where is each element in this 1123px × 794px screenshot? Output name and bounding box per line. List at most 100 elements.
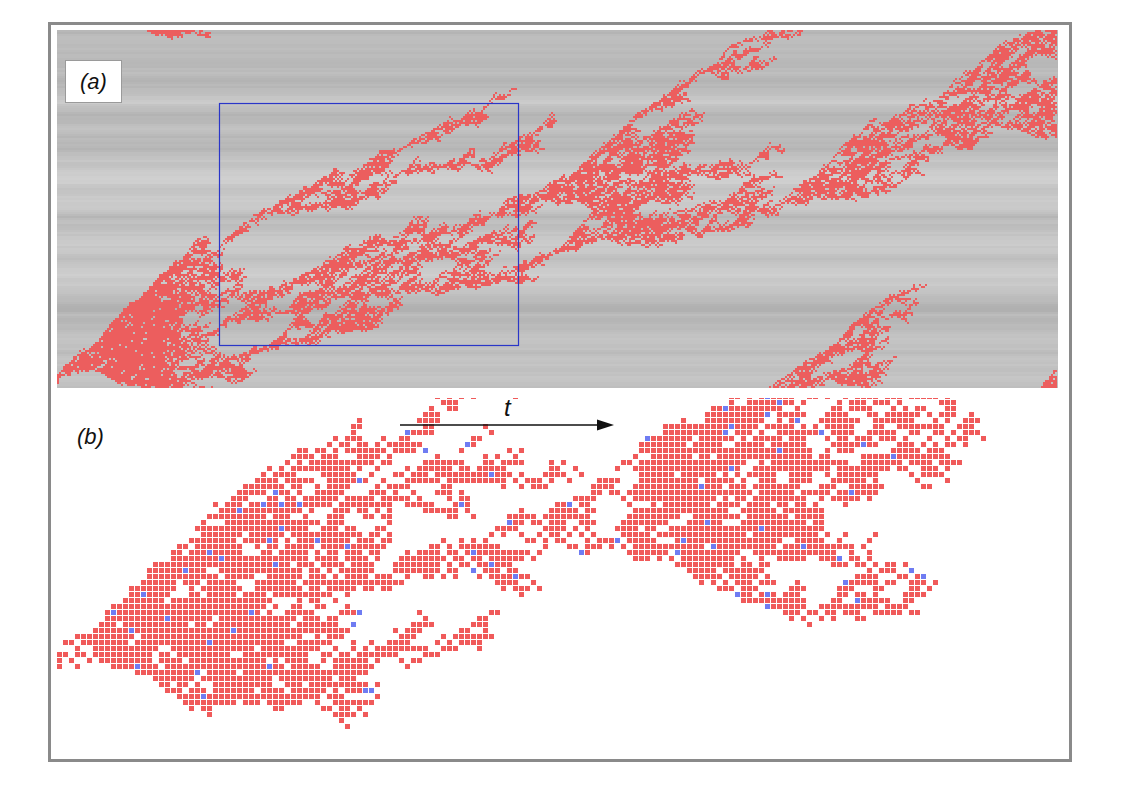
ground-streak [57, 104, 1058, 106]
ground-streak [57, 288, 1058, 290]
ground-streak [57, 96, 1058, 98]
ground-streak [57, 286, 1058, 288]
ground-streak [57, 230, 1058, 232]
ground-streak [57, 316, 1058, 318]
ground-streak [57, 280, 1058, 282]
ground-streak [57, 164, 1058, 166]
ground-streak [57, 98, 1058, 100]
ground-streak [57, 64, 1058, 66]
active-sites [57, 398, 1058, 729]
ground-streak [57, 42, 1058, 44]
ground-streak [57, 386, 1058, 388]
ground-streak [57, 384, 1058, 386]
ground-streak [57, 38, 1058, 40]
ground-streak [57, 378, 1058, 380]
ground-streak [57, 310, 1058, 312]
panel-a-pattern [57, 30, 1057, 388]
ground-streak [57, 360, 1058, 362]
ground-streak [57, 50, 1058, 52]
ground-streak [57, 220, 1058, 222]
ground-streak [57, 132, 1058, 134]
panel-a-ground [57, 30, 1058, 388]
ground-streak [57, 54, 1058, 56]
ground-streak [57, 210, 1058, 212]
ground-streak [57, 228, 1058, 230]
marked-sites [111, 398, 1058, 699]
ground-streak [57, 226, 1058, 228]
ground-streak [57, 152, 1058, 154]
ground-streak [57, 216, 1058, 218]
ground-streak [57, 60, 1058, 62]
ground-streak [57, 222, 1058, 224]
ground-streak [57, 158, 1058, 160]
ground-streak [57, 76, 1058, 78]
zoom-rectangle [220, 104, 519, 346]
ground-streak [57, 74, 1058, 76]
ground-streak [57, 90, 1058, 92]
panel-label-box: (a) [65, 60, 122, 103]
ground-streak [57, 356, 1058, 358]
ground-streak [57, 382, 1058, 384]
ground-streak [57, 154, 1058, 156]
ground-streak [57, 114, 1058, 116]
ground-streak [57, 256, 1058, 258]
panel-label: (a) [80, 69, 107, 95]
ground-streak [57, 328, 1058, 330]
figure-frame [50, 24, 1071, 761]
ground-streak [57, 78, 1058, 80]
ground-streak [57, 72, 1058, 74]
ground-streak [57, 118, 1058, 120]
ground-streak [57, 80, 1058, 82]
ground-streak [57, 56, 1058, 58]
ground-streak [57, 194, 1058, 196]
active-sites [57, 30, 1057, 388]
ground-streak [57, 82, 1058, 84]
ground-streak [57, 212, 1058, 214]
ground-streak [57, 234, 1058, 236]
ground-streak [57, 330, 1058, 332]
ground-streak [57, 88, 1058, 90]
ground-streak [57, 92, 1058, 94]
ground-streak [57, 138, 1058, 140]
ground-streak [57, 314, 1058, 316]
ground-streak [57, 350, 1058, 352]
ground-streak [57, 100, 1058, 102]
ground-streak [57, 102, 1058, 104]
panel-b-pattern [57, 398, 1058, 729]
ground-streak [57, 178, 1058, 180]
ground-streak [57, 94, 1058, 96]
ground-streak [57, 48, 1058, 50]
ground-streak [57, 274, 1058, 276]
ground-streak [57, 358, 1058, 360]
panel-label: (b) [77, 426, 104, 448]
ground-streak [57, 52, 1058, 54]
ground-streak [57, 150, 1058, 152]
ground-streak [57, 46, 1058, 48]
ground-streak [57, 284, 1058, 286]
ground-streak [57, 218, 1058, 220]
ground-streak [57, 346, 1058, 348]
ground-streak [57, 236, 1058, 238]
ground-streak [57, 336, 1058, 338]
ground-streak [57, 246, 1058, 248]
ground-streak [57, 262, 1058, 264]
ground-streak [57, 86, 1058, 88]
ground-streak [57, 318, 1058, 320]
ground-streak [57, 362, 1058, 364]
ground-streak [57, 182, 1058, 184]
ground-streak [57, 30, 1058, 32]
ground-streak [57, 40, 1058, 42]
ground-streak [57, 244, 1058, 246]
ground-streak [57, 208, 1058, 210]
time-arrow [400, 424, 600, 426]
ground-streak [57, 84, 1058, 86]
ground-streak [57, 62, 1058, 64]
time-arrowhead [597, 420, 614, 431]
ground-streak [57, 160, 1058, 162]
ground-streak [57, 44, 1058, 46]
ground-streak [57, 68, 1058, 70]
ground-streak [57, 320, 1058, 322]
ground-streak [57, 342, 1058, 344]
axis-label: t [504, 396, 511, 420]
